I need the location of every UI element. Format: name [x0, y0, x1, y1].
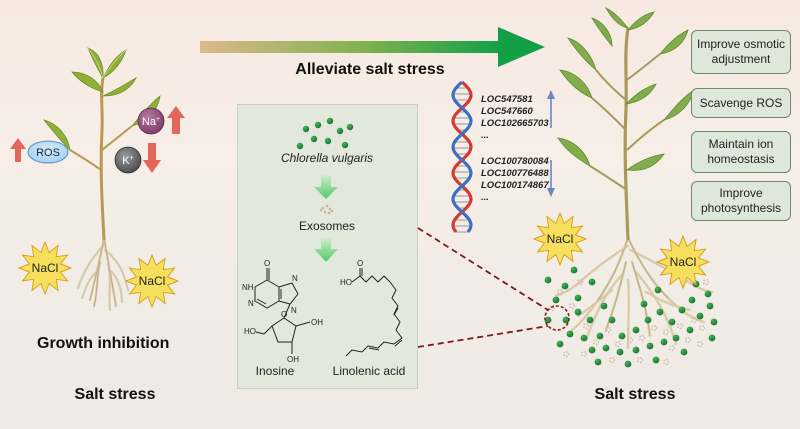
nacl-label-right-2: NaCl — [670, 255, 697, 269]
panel-arrow-2 — [314, 238, 338, 262]
effect-ion-homeostasis: Maintain ion homeostasis — [691, 131, 791, 173]
potassium-decrease-indicator — [114, 143, 161, 174]
sodium-superscript: + — [156, 116, 160, 123]
ros-label: ROS — [36, 147, 60, 159]
zoom-callout — [417, 227, 570, 348]
exosomes-label: Exosomes — [298, 219, 356, 233]
nacl-label-left-1: NaCl — [32, 261, 59, 275]
salt-stress-right-label: Salt stress — [594, 386, 676, 403]
inosine-NH: NH — [242, 283, 254, 292]
inosine-structure — [254, 268, 311, 354]
inosine-OH1: OH — [311, 318, 323, 327]
inosine-label: Inosine — [255, 364, 295, 378]
potassium-label: K — [122, 155, 130, 167]
salt-stress-left-label: Salt stress — [74, 386, 156, 403]
inosine-N7: N — [292, 274, 298, 283]
nacl-star-right-2 — [655, 234, 711, 290]
inosine-O-ring: O — [281, 310, 287, 319]
arrow-label: Alleviate salt stress — [295, 61, 445, 78]
sodium-increase-indicator — [137, 106, 185, 135]
exosome-particles-panel — [319, 204, 334, 215]
nacl-star-left-2 — [124, 253, 180, 309]
gene-up-3: LOC102665703 — [481, 118, 549, 129]
genes-down-arrow — [547, 160, 555, 197]
svg-text:K+: K+ — [122, 155, 133, 167]
nacl-label-right-1: NaCl — [547, 232, 574, 246]
upregulated-genes: LOC547581 LOC547660 LOC102665703 ... — [481, 94, 549, 142]
organism-label: Chlorella vulgaris — [280, 151, 374, 165]
gene-up-1: LOC547581 — [481, 94, 533, 105]
ros-increase-indicator — [10, 138, 69, 164]
nacl-star-left-1 — [17, 240, 73, 296]
growth-inhibition-label: Growth inhibition — [37, 335, 170, 352]
linolenic-acid-structure — [345, 268, 403, 357]
gene-down-2: LOC100776488 — [481, 168, 549, 179]
svg-text:Na+: Na+ — [142, 116, 160, 128]
linolenic-acid-label: Linolenic acid — [332, 364, 406, 378]
inosine-O: O — [264, 259, 270, 268]
genes-up-arrow — [547, 90, 555, 128]
nacl-star-right-1 — [532, 211, 588, 267]
inosine-N9: N — [291, 306, 297, 315]
inosine-HO: HO — [244, 327, 256, 336]
gene-up-ellipsis: ... — [481, 130, 489, 141]
gene-down-3: LOC100174867 — [481, 180, 549, 191]
downregulated-genes: LOC100780084 LOC100776488 LOC100174867 .… — [481, 156, 549, 204]
inosine-OH2: OH — [287, 355, 299, 364]
nacl-label-left-2: NaCl — [139, 274, 166, 288]
panel-arrow-1 — [314, 175, 338, 199]
dna-helix-icon — [451, 80, 473, 233]
chlorella-cells — [296, 117, 354, 150]
alleviate-arrow — [200, 27, 545, 67]
inosine-N3: N — [248, 299, 254, 308]
sodium-label: Na — [142, 116, 157, 128]
potassium-superscript: + — [130, 155, 134, 162]
gene-up-2: LOC547660 — [481, 106, 533, 117]
gene-down-ellipsis: ... — [481, 192, 489, 203]
effect-photosynthesis: Improve photosynthesis — [691, 181, 791, 221]
effect-scavenge-ros: Scavenge ROS — [691, 88, 791, 118]
linolenic-HO: HO — [340, 278, 352, 287]
effect-osmotic-adjustment: Improve osmotic adjustment — [691, 30, 791, 74]
exosome-particles-right — [549, 278, 710, 366]
linolenic-O: O — [357, 259, 363, 268]
gene-down-1: LOC100780084 — [481, 156, 549, 167]
